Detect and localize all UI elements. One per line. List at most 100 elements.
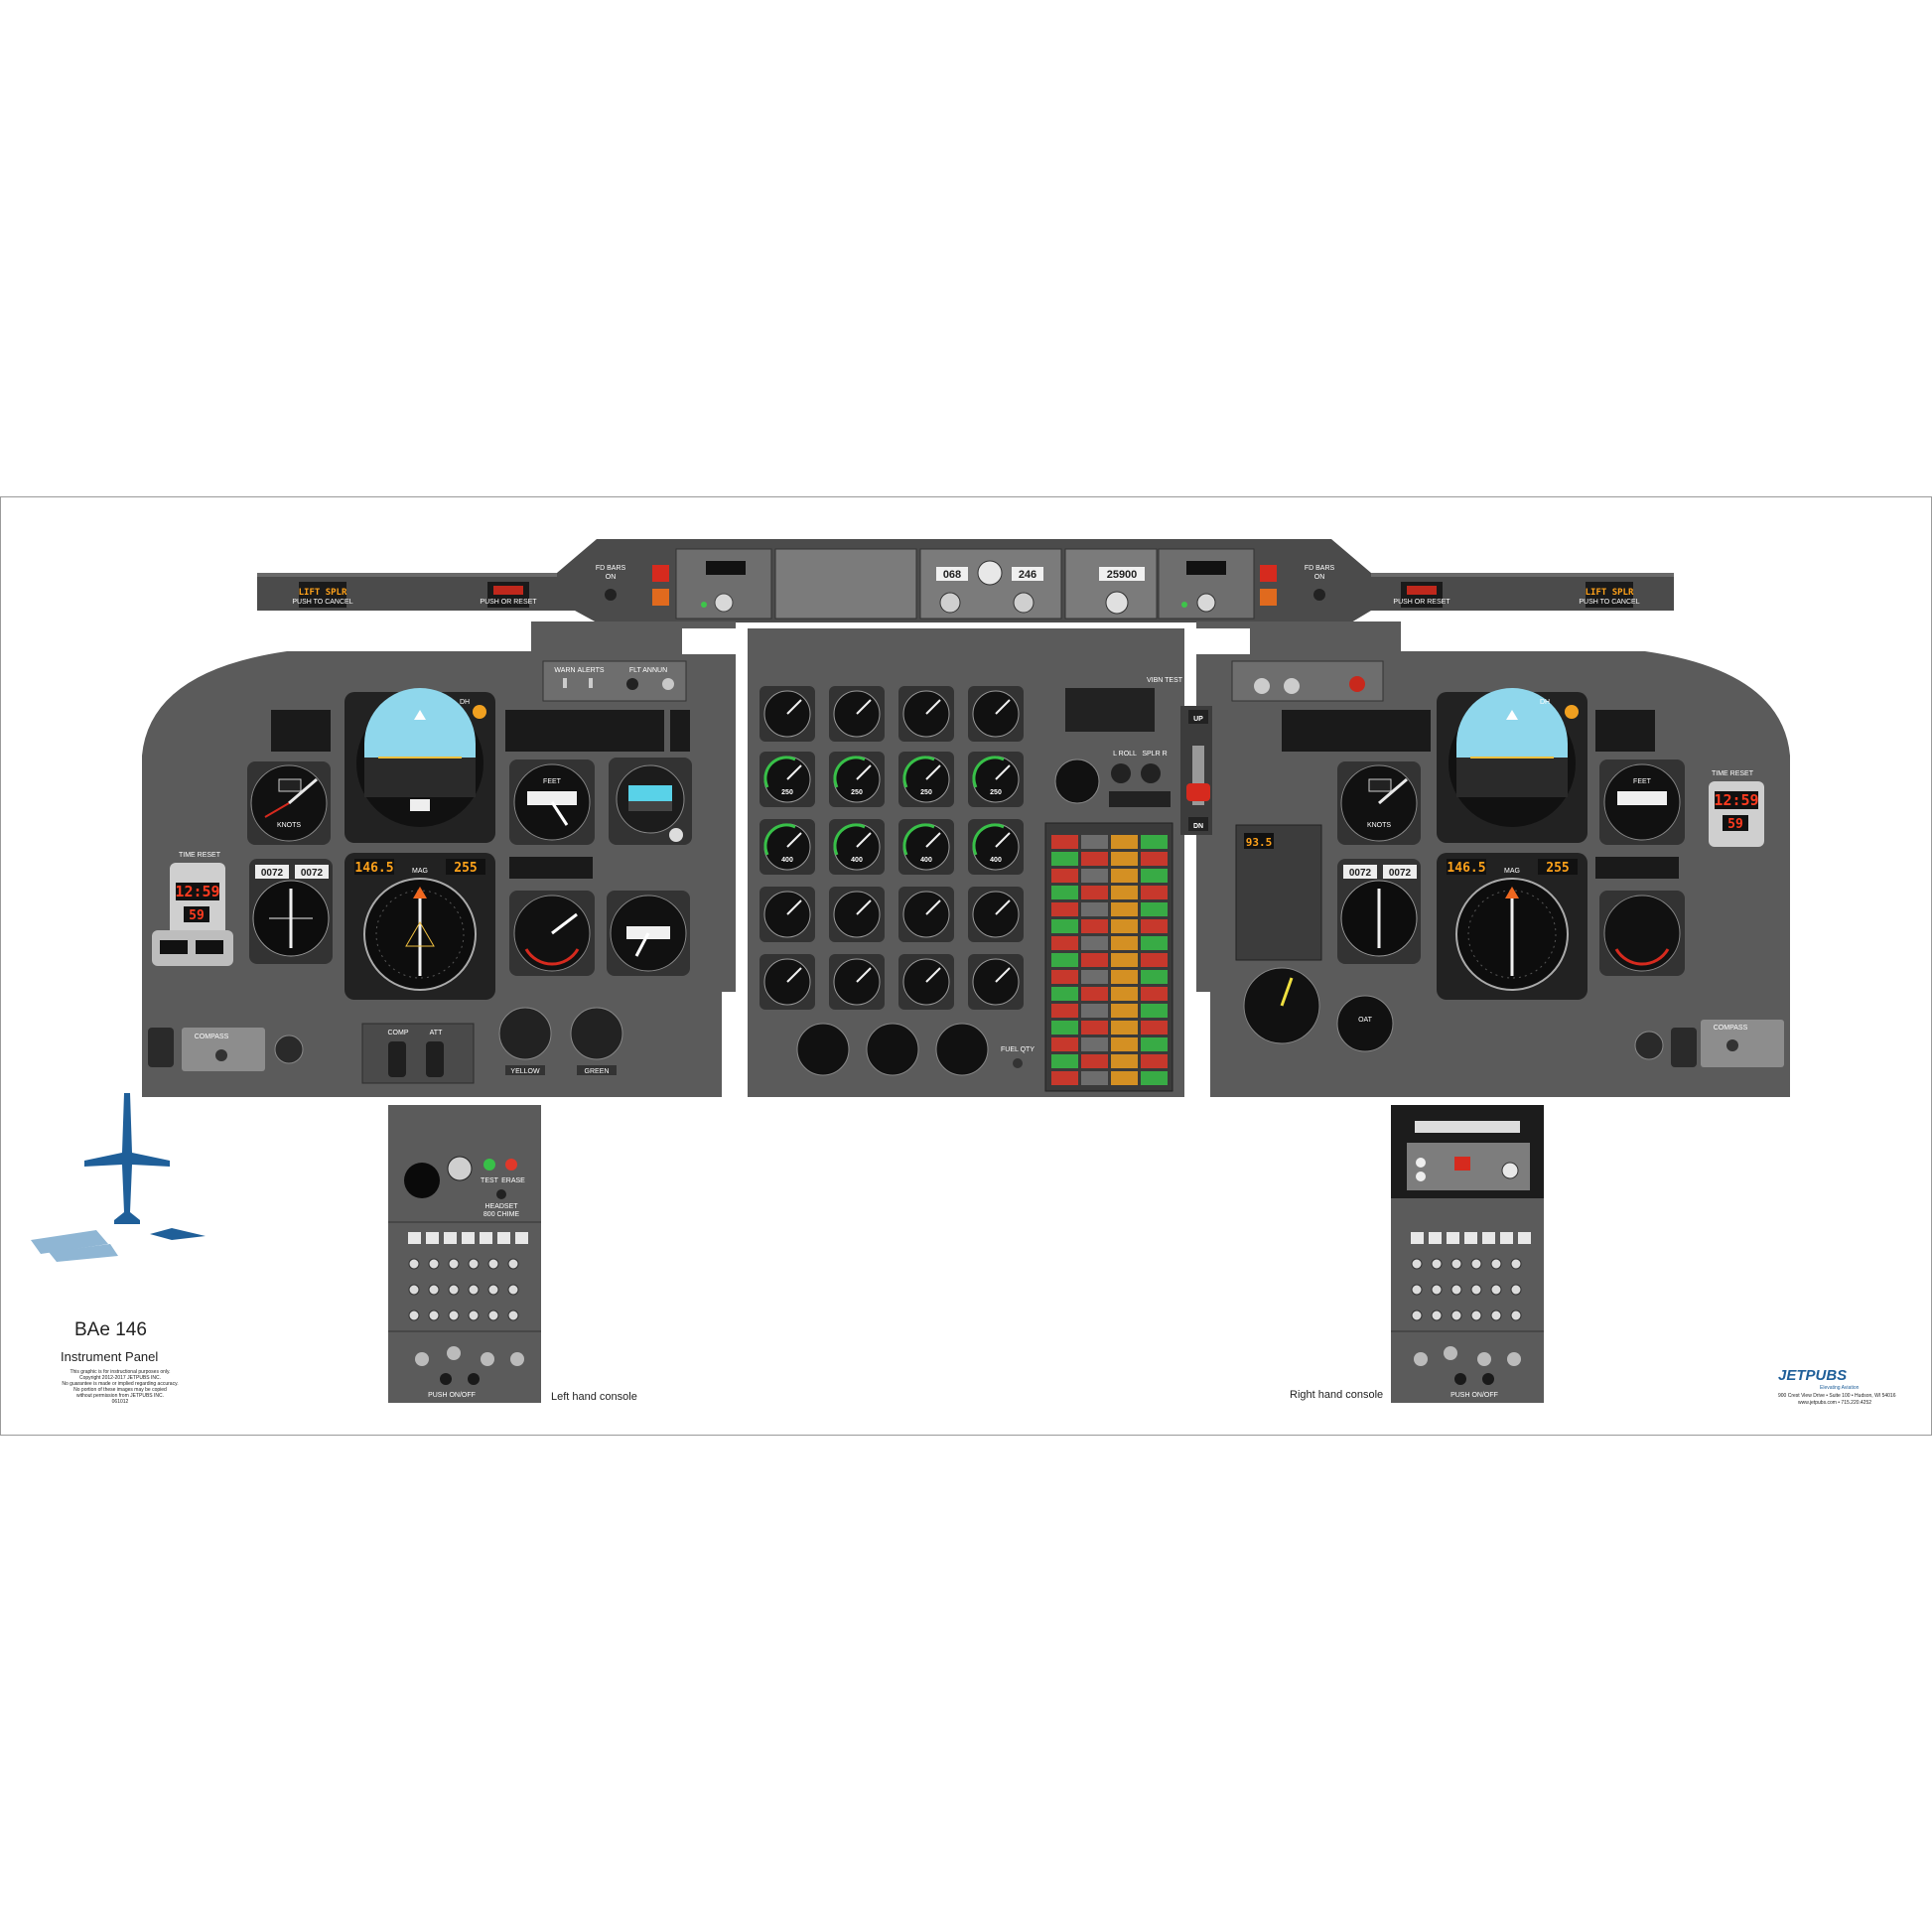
alt-select-knob[interactable]: [1105, 591, 1129, 615]
cwp-annunciator-cell[interactable]: [1141, 987, 1168, 1001]
audio-transmit-button[interactable]: [1518, 1232, 1531, 1244]
cwp-annunciator-cell[interactable]: [1051, 987, 1078, 1001]
cwp-annunciator-cell[interactable]: [1141, 852, 1168, 866]
cwp-annunciator-cell[interactable]: [1141, 970, 1168, 984]
cwp-annunciator-cell[interactable]: [1141, 953, 1168, 967]
audio-volume-knob[interactable]: [428, 1310, 440, 1321]
audio-volume-knob[interactable]: [1450, 1258, 1462, 1270]
cvr-test-button[interactable]: [483, 1159, 495, 1171]
cwp-annunciator-cell[interactable]: [1111, 1021, 1138, 1035]
cwp-annunciator-cell[interactable]: [1081, 1054, 1108, 1068]
audio-volume-knob[interactable]: [428, 1258, 440, 1270]
transponder-ident-button[interactable]: [1454, 1157, 1470, 1171]
cwp-annunciator-cell[interactable]: [1081, 936, 1108, 950]
cwp-annunciator-cell[interactable]: [1111, 1054, 1138, 1068]
audio-volume-knob[interactable]: [1490, 1284, 1502, 1296]
audio-volume-knob[interactable]: [1411, 1284, 1423, 1296]
cwp-annunciator-cell[interactable]: [1111, 886, 1138, 899]
cwp-annunciator-cell[interactable]: [1051, 953, 1078, 967]
audio-volume-knob[interactable]: [448, 1284, 460, 1296]
cwp-annunciator-cell[interactable]: [1081, 835, 1108, 849]
crs-knob[interactable]: [1013, 592, 1035, 614]
audio-volume-knob[interactable]: [428, 1284, 440, 1296]
vibn-test-label[interactable]: VIBN TEST: [1147, 677, 1183, 684]
cwp-annunciator-cell[interactable]: [1081, 970, 1108, 984]
audio-volume-knob[interactable]: [448, 1310, 460, 1321]
cwp-annunciator-cell[interactable]: [1051, 835, 1078, 849]
audio-volume-knob[interactable]: [1510, 1284, 1522, 1296]
audio-volume-knob[interactable]: [1411, 1258, 1423, 1270]
lift-splr-right-annunciator[interactable]: LIFT SPLR PUSH TO CANCEL: [1579, 582, 1640, 608]
audio-volume-knob[interactable]: [468, 1258, 480, 1270]
audio-volume-knob[interactable]: [1470, 1258, 1482, 1270]
audio-transmit-button[interactable]: [1411, 1232, 1424, 1244]
landing-gear-lever[interactable]: UP DN: [1180, 706, 1212, 835]
cwp-annunciator-cell[interactable]: [1051, 1054, 1078, 1068]
cwp-annunciator-cell[interactable]: [1141, 1037, 1168, 1051]
cwp-annunciator-cell[interactable]: [1051, 936, 1078, 950]
cwp-annunciator-cell[interactable]: [1111, 902, 1138, 916]
master-caution-left[interactable]: [652, 589, 669, 606]
audio-volume-knob[interactable]: [507, 1258, 519, 1270]
audio-volume-knob[interactable]: [487, 1258, 499, 1270]
audio-volume-knob[interactable]: [1490, 1310, 1502, 1321]
cwp-annunciator-cell[interactable]: [1081, 886, 1108, 899]
push-or-reset-right[interactable]: PUSH OR RESET: [1393, 582, 1450, 608]
cwp-annunciator-cell[interactable]: [1051, 970, 1078, 984]
cwp-annunciator-cell[interactable]: [1111, 987, 1138, 1001]
cwp-annunciator-cell[interactable]: [1111, 869, 1138, 883]
push-or-reset-left[interactable]: PUSH OR RESET: [480, 582, 537, 608]
audio-transmit-button[interactable]: [1429, 1232, 1442, 1244]
cwp-annunciator-cell[interactable]: [1111, 835, 1138, 849]
cwp-annunciator-cell[interactable]: [1141, 919, 1168, 933]
audio-volume-knob[interactable]: [1431, 1310, 1443, 1321]
cwp-annunciator-cell[interactable]: [1111, 936, 1138, 950]
audio-volume-knob[interactable]: [1431, 1258, 1443, 1270]
autopilot-mode-panel[interactable]: [774, 548, 917, 620]
time-reset-label[interactable]: TIME RESET: [179, 852, 221, 859]
cwp-annunciator-cell[interactable]: [1051, 902, 1078, 916]
audio-volume-knob[interactable]: [408, 1284, 420, 1296]
audio-transmit-button[interactable]: [462, 1232, 475, 1244]
fuel-qty-test-button[interactable]: [1013, 1058, 1023, 1068]
cwp-annunciator-cell[interactable]: [1081, 1071, 1108, 1085]
audio-transmit-button[interactable]: [515, 1232, 528, 1244]
cwp-annunciator-cell[interactable]: [1081, 1037, 1108, 1051]
fo-compass-panel[interactable]: COMPASS: [1634, 1020, 1784, 1067]
master-warning-left[interactable]: [652, 565, 669, 582]
audio-volume-knob[interactable]: [468, 1310, 480, 1321]
audio-volume-knob[interactable]: [1450, 1310, 1462, 1321]
audio-transmit-button[interactable]: [408, 1232, 421, 1244]
cwp-annunciator-cell[interactable]: [1111, 970, 1138, 984]
cwp-annunciator-cell[interactable]: [1051, 1004, 1078, 1018]
audio-volume-knob[interactable]: [408, 1258, 420, 1270]
cwp-annunciator-cell[interactable]: [1051, 852, 1078, 866]
comp-att-switch-panel[interactable]: COMP ATT: [361, 1023, 475, 1084]
cwp-annunciator-cell[interactable]: [1051, 869, 1078, 883]
radio-management-panel[interactable]: 93.5: [1235, 824, 1322, 961]
hdg-knob[interactable]: [939, 592, 961, 614]
audio-transmit-button[interactable]: [1500, 1232, 1513, 1244]
fd-bars-right-switch[interactable]: [1313, 589, 1325, 601]
audio-transmit-button[interactable]: [444, 1232, 457, 1244]
cwp-annunciator-cell[interactable]: [1081, 869, 1108, 883]
hdg-select-knob[interactable]: [977, 560, 1003, 586]
audio-volume-knob[interactable]: [1510, 1310, 1522, 1321]
cwp-annunciator-cell[interactable]: [1141, 1021, 1168, 1035]
cwp-annunciator-cell[interactable]: [1111, 1004, 1138, 1018]
cwp-annunciator-cell[interactable]: [1081, 919, 1108, 933]
cwp-annunciator-cell[interactable]: [1141, 936, 1168, 950]
captain-compass-panel[interactable]: COMPASS: [148, 1028, 304, 1071]
audio-volume-knob[interactable]: [507, 1284, 519, 1296]
audio-volume-knob[interactable]: [1470, 1284, 1482, 1296]
cwp-annunciator-cell[interactable]: [1081, 1021, 1108, 1035]
audio-volume-knob[interactable]: [1470, 1310, 1482, 1321]
cwp-annunciator-cell[interactable]: [1141, 869, 1168, 883]
cwp-annunciator-cell[interactable]: [1111, 1071, 1138, 1085]
cwp-annunciator-cell[interactable]: [1111, 919, 1138, 933]
audio-volume-knob[interactable]: [507, 1310, 519, 1321]
audio-volume-knob[interactable]: [1490, 1258, 1502, 1270]
audio-volume-knob[interactable]: [487, 1310, 499, 1321]
audio-transmit-button[interactable]: [1482, 1232, 1495, 1244]
audio-transmit-button[interactable]: [426, 1232, 439, 1244]
